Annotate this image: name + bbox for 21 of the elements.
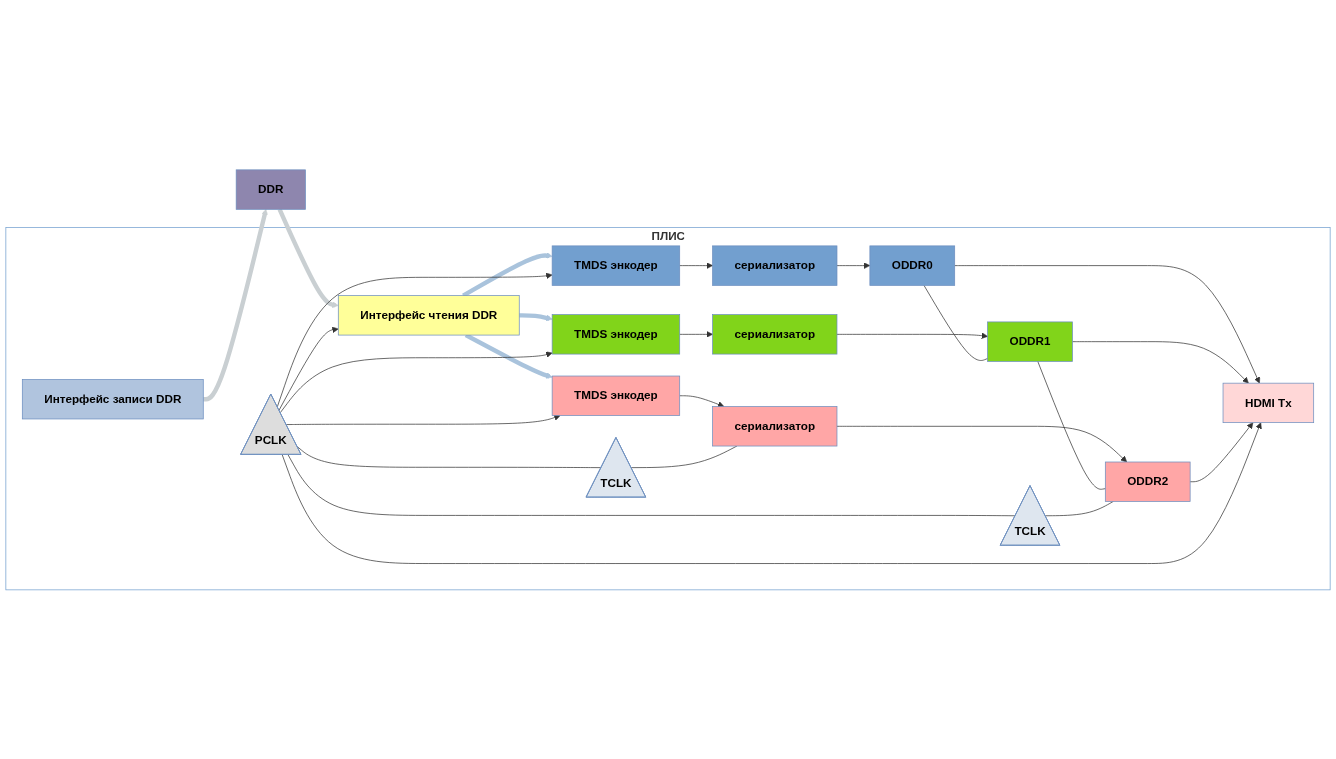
arrow — [277, 208, 339, 308]
node-box: сериализатор — [712, 245, 838, 286]
node-box: сериализатор — [712, 405, 838, 447]
node-box: TMDS энкодер — [551, 313, 681, 355]
arrow — [203, 208, 268, 402]
node-box: HDMI Tx — [1222, 382, 1315, 423]
node-box: TMDS энкодер — [551, 245, 681, 286]
node-box: Интерфейс записи DDR — [21, 378, 204, 419]
connector — [630, 445, 738, 468]
node-box: сериализатор — [712, 313, 838, 355]
node-box: ODDR0 — [869, 245, 956, 286]
node-box: ODDR2 — [1104, 461, 1191, 502]
connector — [1037, 360, 1106, 490]
node-box: TMDS энкодер — [551, 375, 681, 416]
node-box: DDR — [235, 169, 306, 210]
arrow — [519, 312, 553, 321]
connector — [1044, 500, 1114, 516]
connector — [923, 284, 988, 361]
node-box: ODDR1 — [987, 321, 1073, 362]
connector — [287, 454, 1016, 516]
node-box: Интерфейс чтения DDR — [337, 294, 520, 336]
